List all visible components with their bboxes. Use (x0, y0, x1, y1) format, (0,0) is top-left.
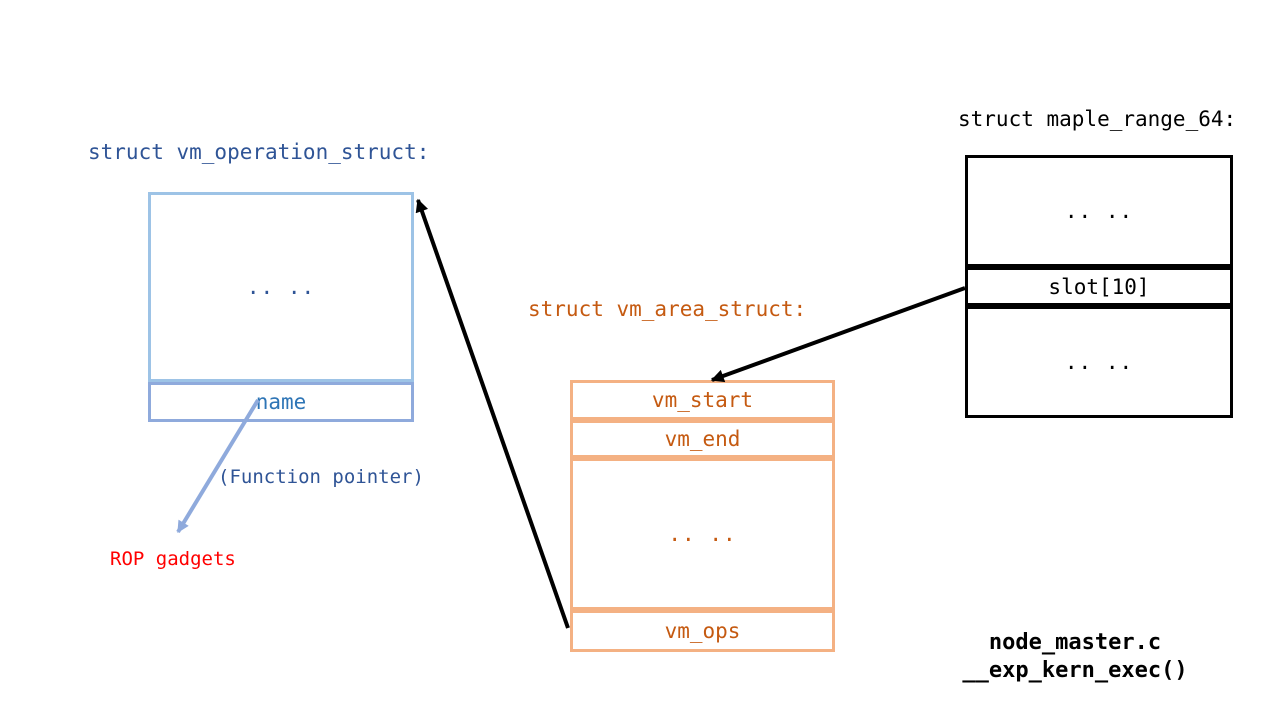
maple-range-row-dots-bottom: .. .. (965, 306, 1233, 418)
vm-operation-struct-title: struct vm_operation_struct: (88, 140, 430, 164)
maple-range-64-body: .. .. slot[10] .. .. (965, 155, 1233, 418)
vm-operation-struct-name-field: name (148, 382, 414, 422)
vm-area-row-vm-end: vm_end (570, 420, 835, 458)
maple-range-64-title: struct maple_range_64: (958, 107, 1237, 131)
vm-area-row-vm-ops: vm_ops (570, 610, 835, 652)
maple-range-row-slot10: slot[10] (965, 267, 1233, 306)
source-file-label: node_master.c (988, 630, 1162, 655)
name-field-label: name (255, 390, 307, 414)
function-pointer-note: (Function pointer) (218, 466, 424, 488)
vm-area-struct-title: struct vm_area_struct: (528, 297, 807, 321)
source-reference: node_master.c __exp_kern_exec() (930, 629, 1220, 685)
vm-area-row-vm-start: vm_start (570, 380, 835, 420)
rop-gadgets-label: ROP gadgets (110, 548, 236, 570)
arrow-vm-ops-to-vm-operation-struct (415, 198, 570, 629)
source-function-label: __exp_kern_exec() (962, 658, 1188, 683)
maple-range-row-dots-top: .. .. (965, 155, 1233, 267)
vm-operation-struct-dots: .. .. (246, 275, 316, 299)
vm-area-row-dots: .. .. (570, 458, 835, 610)
vm-operation-struct-body: .. .. (148, 192, 414, 382)
vm-area-struct-body: vm_start vm_end .. .. vm_ops (570, 380, 835, 652)
